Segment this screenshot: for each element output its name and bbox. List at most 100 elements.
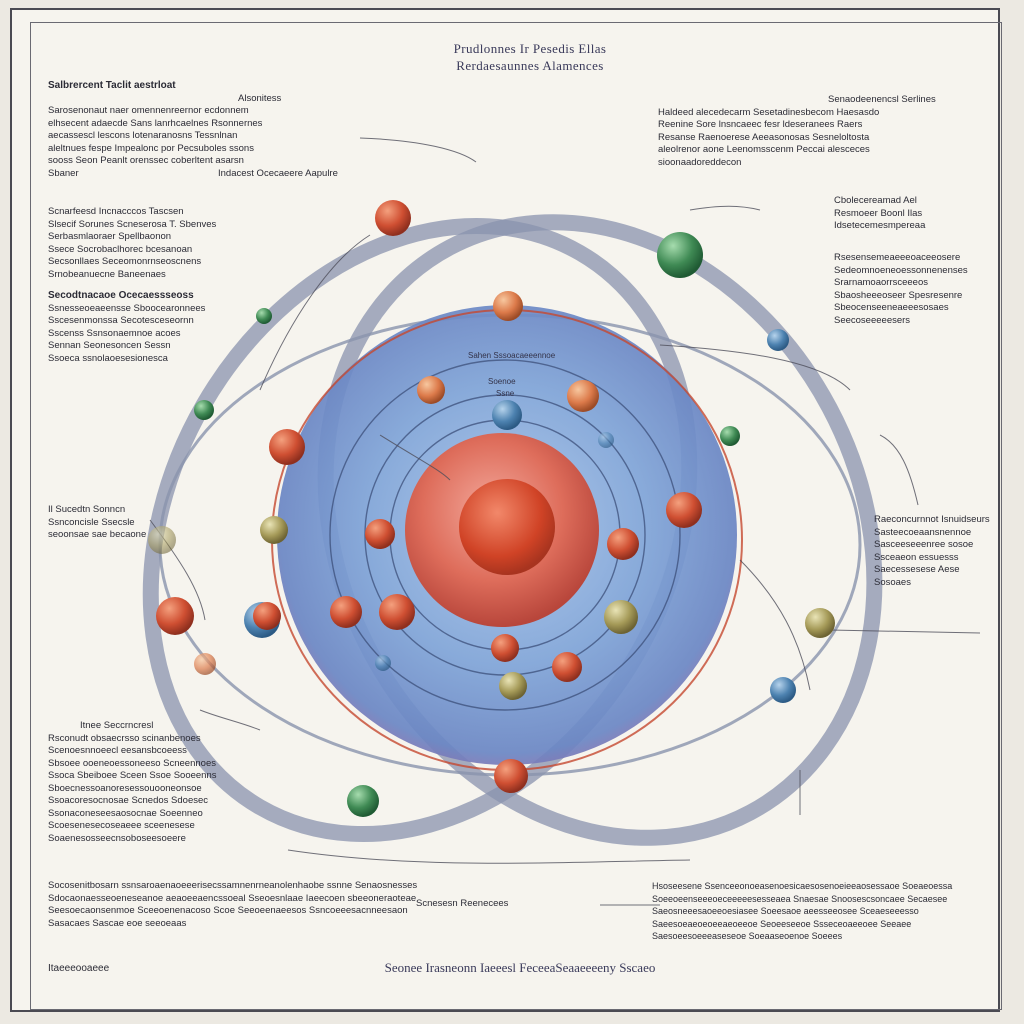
note-heading: Salbrercent Taclit aestrloat bbox=[48, 80, 176, 91]
note-heading: Scnarfeesd Incnacccos Tascsen bbox=[48, 206, 184, 217]
note-line: Sbaosheeeoseer Spesresenre bbox=[834, 289, 963, 301]
neutron-particle bbox=[260, 516, 288, 544]
proton-particle bbox=[156, 597, 194, 635]
note-right-lower: Raeconcurnnot Isnuidseurs Sasteecoeaansn… bbox=[874, 514, 990, 589]
note-top-left: Salbrercent Taclit aestrloat Alsonitess … bbox=[48, 80, 358, 181]
note-line: Srnobeanuecne Baneenaes bbox=[48, 268, 166, 280]
note-line: Saecessesese Aese bbox=[874, 564, 960, 575]
diagram-title: Prudlonnes Ir Pesedis Ellas Rerdaesaunne… bbox=[380, 40, 680, 74]
note-line: Ssceaeon essuesss bbox=[874, 551, 959, 563]
proton-particle bbox=[379, 594, 415, 630]
note-line: Seecoseeeeesers bbox=[834, 314, 911, 326]
proton-particle bbox=[494, 759, 528, 793]
note-heading: Cbolecereamad Ael bbox=[834, 195, 917, 206]
proton-particle bbox=[666, 492, 702, 528]
note-line: sooss Seon Peanlt orenssec coberltent as… bbox=[48, 155, 244, 166]
note-subheading: Alsonitess bbox=[238, 92, 282, 104]
note-line: Sboecnessoanoresessouooneonsoe bbox=[48, 782, 202, 794]
proton-particle bbox=[607, 528, 639, 560]
proton-particle bbox=[552, 652, 582, 682]
note-line: Sbeocenseeneaeeesosaes bbox=[834, 302, 949, 313]
neutron-particle bbox=[604, 600, 638, 634]
note-line: Soaenesosseecnsoboseesoeere bbox=[48, 832, 186, 844]
note-line: Sasteecoeaansnennoe bbox=[874, 526, 972, 538]
note-heading: Il Sucedtn Sonncn bbox=[48, 504, 126, 515]
note-left-mid-2: Secodtnacaoe Ocecaessseoss Ssnesseoeaeen… bbox=[48, 290, 238, 365]
note-line: Sasceeseeenree sosoe bbox=[874, 539, 974, 550]
note-line: Ssoeca ssnolaoesesionesca bbox=[48, 352, 168, 364]
note-line: sioonaadoreddecon bbox=[658, 156, 742, 168]
note-trailing: Sbaner bbox=[48, 167, 79, 179]
electron-particle bbox=[720, 426, 740, 446]
note-line: Ssoacoresocnosae Scnedos Sdoesec bbox=[48, 795, 209, 806]
electron-particle bbox=[347, 785, 379, 817]
particles bbox=[148, 200, 835, 817]
proton-particle bbox=[417, 376, 445, 404]
note-line: Serbasmlaoraer Spellbaonon bbox=[48, 231, 172, 242]
note-right-upper: Cbolecereamad Ael Resmoeer Boonl Ilas Id… bbox=[834, 195, 984, 233]
shell-label-2: Soenoe bbox=[488, 377, 516, 386]
electron-particle bbox=[767, 329, 789, 351]
neutron-particle bbox=[148, 526, 176, 554]
note-line: Ssonaconeseesaosocnae Soeenneo bbox=[48, 807, 203, 819]
note-caption: Indacest Ocecaeere Aapulre bbox=[218, 168, 338, 179]
note-line: aecassescl lescons lotenaranosns Tessnln… bbox=[48, 130, 238, 141]
note-line: Slsecif Sorunes Scneserosa T. Sbenves bbox=[48, 218, 217, 230]
proton-particle bbox=[365, 519, 395, 549]
note-line: Sedeomnoeneoessonnenenses bbox=[834, 264, 968, 276]
note-line: Sennan Seonesoncen Sessn bbox=[48, 340, 171, 351]
note-bottom-caption: Scnesesn Reenecees bbox=[416, 898, 509, 909]
note-line: Sbsoee ooeneoessoneeso Scneennoes bbox=[48, 757, 216, 769]
note-line: Saesoeesoeeeaseseoe Soeaaseoenoe Soeees bbox=[652, 931, 843, 941]
note-line: Idsetecemesmpereaa bbox=[834, 220, 926, 231]
title-line-1: Prudlonnes Ir Pesedis Ellas bbox=[453, 41, 607, 56]
note-line: Seesoecaonsenmoe Sceeoenenacoso Scoe See… bbox=[48, 905, 408, 916]
note-right-mid: Rsesensemeaeeeoaceeosere Sedeomnoeneoess… bbox=[834, 252, 984, 327]
note-caption: Itnee Seccrncresl bbox=[80, 720, 154, 731]
note-line: aleltnues fespe Impealonc por Pecsuboles… bbox=[48, 142, 254, 154]
nucleus-core bbox=[459, 479, 555, 575]
note-line: Sdocaonaesseoeneseanoe aeaoeeaencssoeal … bbox=[48, 892, 417, 904]
note-left-lower: Il Sucedtn Sonncn Ssnconcisle Ssecsle se… bbox=[48, 504, 168, 542]
note-line: Rsesensemeaeeeoaceeosere bbox=[834, 252, 961, 263]
proton-particle bbox=[194, 653, 216, 675]
neutron-particle bbox=[499, 672, 527, 700]
note-line: Scoesenesecoseaeee sceenesese bbox=[48, 820, 195, 831]
proton-particle bbox=[330, 596, 362, 628]
note-line: Resmoeer Boonl Ilas bbox=[834, 207, 923, 219]
note-line: Resanse Raenoerese Aeeasonosas Sesnelolt… bbox=[658, 131, 870, 143]
note-line: Ssnesseoeaeensse Sboocearonnees bbox=[48, 302, 206, 314]
note-line: Srarnamoaorrsceeeos bbox=[834, 277, 928, 288]
note-bottom-wide: Socosenitbosarn ssnsaroaenaoeeerisecssam… bbox=[48, 880, 418, 930]
note-heading: Senaodeenencsl Serlines bbox=[828, 94, 936, 105]
electron-particle bbox=[492, 400, 522, 430]
note-line: Ssoca Sbeiboee Sceen Ssoe Sooeenns bbox=[48, 770, 217, 781]
proton-particle bbox=[375, 200, 411, 236]
note-line: Scenoesnnoeecl eesansbcoeess bbox=[48, 745, 187, 756]
note-line: elhsecent adaecde Sans lanrhcaelnes Rson… bbox=[48, 117, 263, 129]
proton-particle bbox=[491, 634, 519, 662]
note-bottom-left: Itnee Seccrncresl Rsconudt obsaecrsso sc… bbox=[48, 720, 248, 845]
note-line: Socosenitbosarn ssnsaroaenaoeeerisecssam… bbox=[48, 880, 418, 891]
note-line: Reenine Sore lnsncaeec fesr ldeseranees … bbox=[658, 119, 863, 130]
note-line: Soeeoeenseeeoeceeeeesesseaea Snaesae Sno… bbox=[652, 893, 948, 904]
shell-label-3: Ssne bbox=[496, 389, 515, 398]
proton-particle bbox=[567, 380, 599, 412]
note-line: Sasacaes Sascae eoe seeoeaas bbox=[48, 917, 187, 929]
note-line: Ssnconcisle Ssecsle bbox=[48, 516, 135, 528]
neutron-particle bbox=[805, 608, 835, 638]
note-line: Haldeed alecedecarm Sesetadinesbecom Hae… bbox=[658, 106, 880, 118]
note-line: Sscenss Ssnsonaemnoe acoes bbox=[48, 327, 181, 339]
note-heading: Secodtnacaoe Ocecaessseoss bbox=[48, 290, 194, 301]
footer-corner-label: Itaeeeooaeee bbox=[48, 963, 110, 974]
note-line: Saeesoeaeoeoeeaeoeeoe Seoeeseeoe Ssseceo… bbox=[652, 918, 912, 929]
note-left-mid: Scnarfeesd Incnacccos Tascsen Slsecif So… bbox=[48, 206, 238, 281]
note-bottom-right: Hsoseesene Ssenceeonoeasenoesicaesosenoe… bbox=[652, 880, 982, 943]
shell-label-1: Sahen Sssoacaeeennoe bbox=[468, 351, 556, 360]
note-line: Sosoaes bbox=[874, 576, 911, 588]
note-line: Raeconcurnnot Isnuidseurs bbox=[874, 514, 990, 525]
title-line-2: Rerdaesaunnes Alamences bbox=[456, 58, 604, 73]
proton-particle bbox=[493, 291, 523, 321]
proton-particle bbox=[269, 429, 305, 465]
electron-particle bbox=[256, 308, 272, 324]
